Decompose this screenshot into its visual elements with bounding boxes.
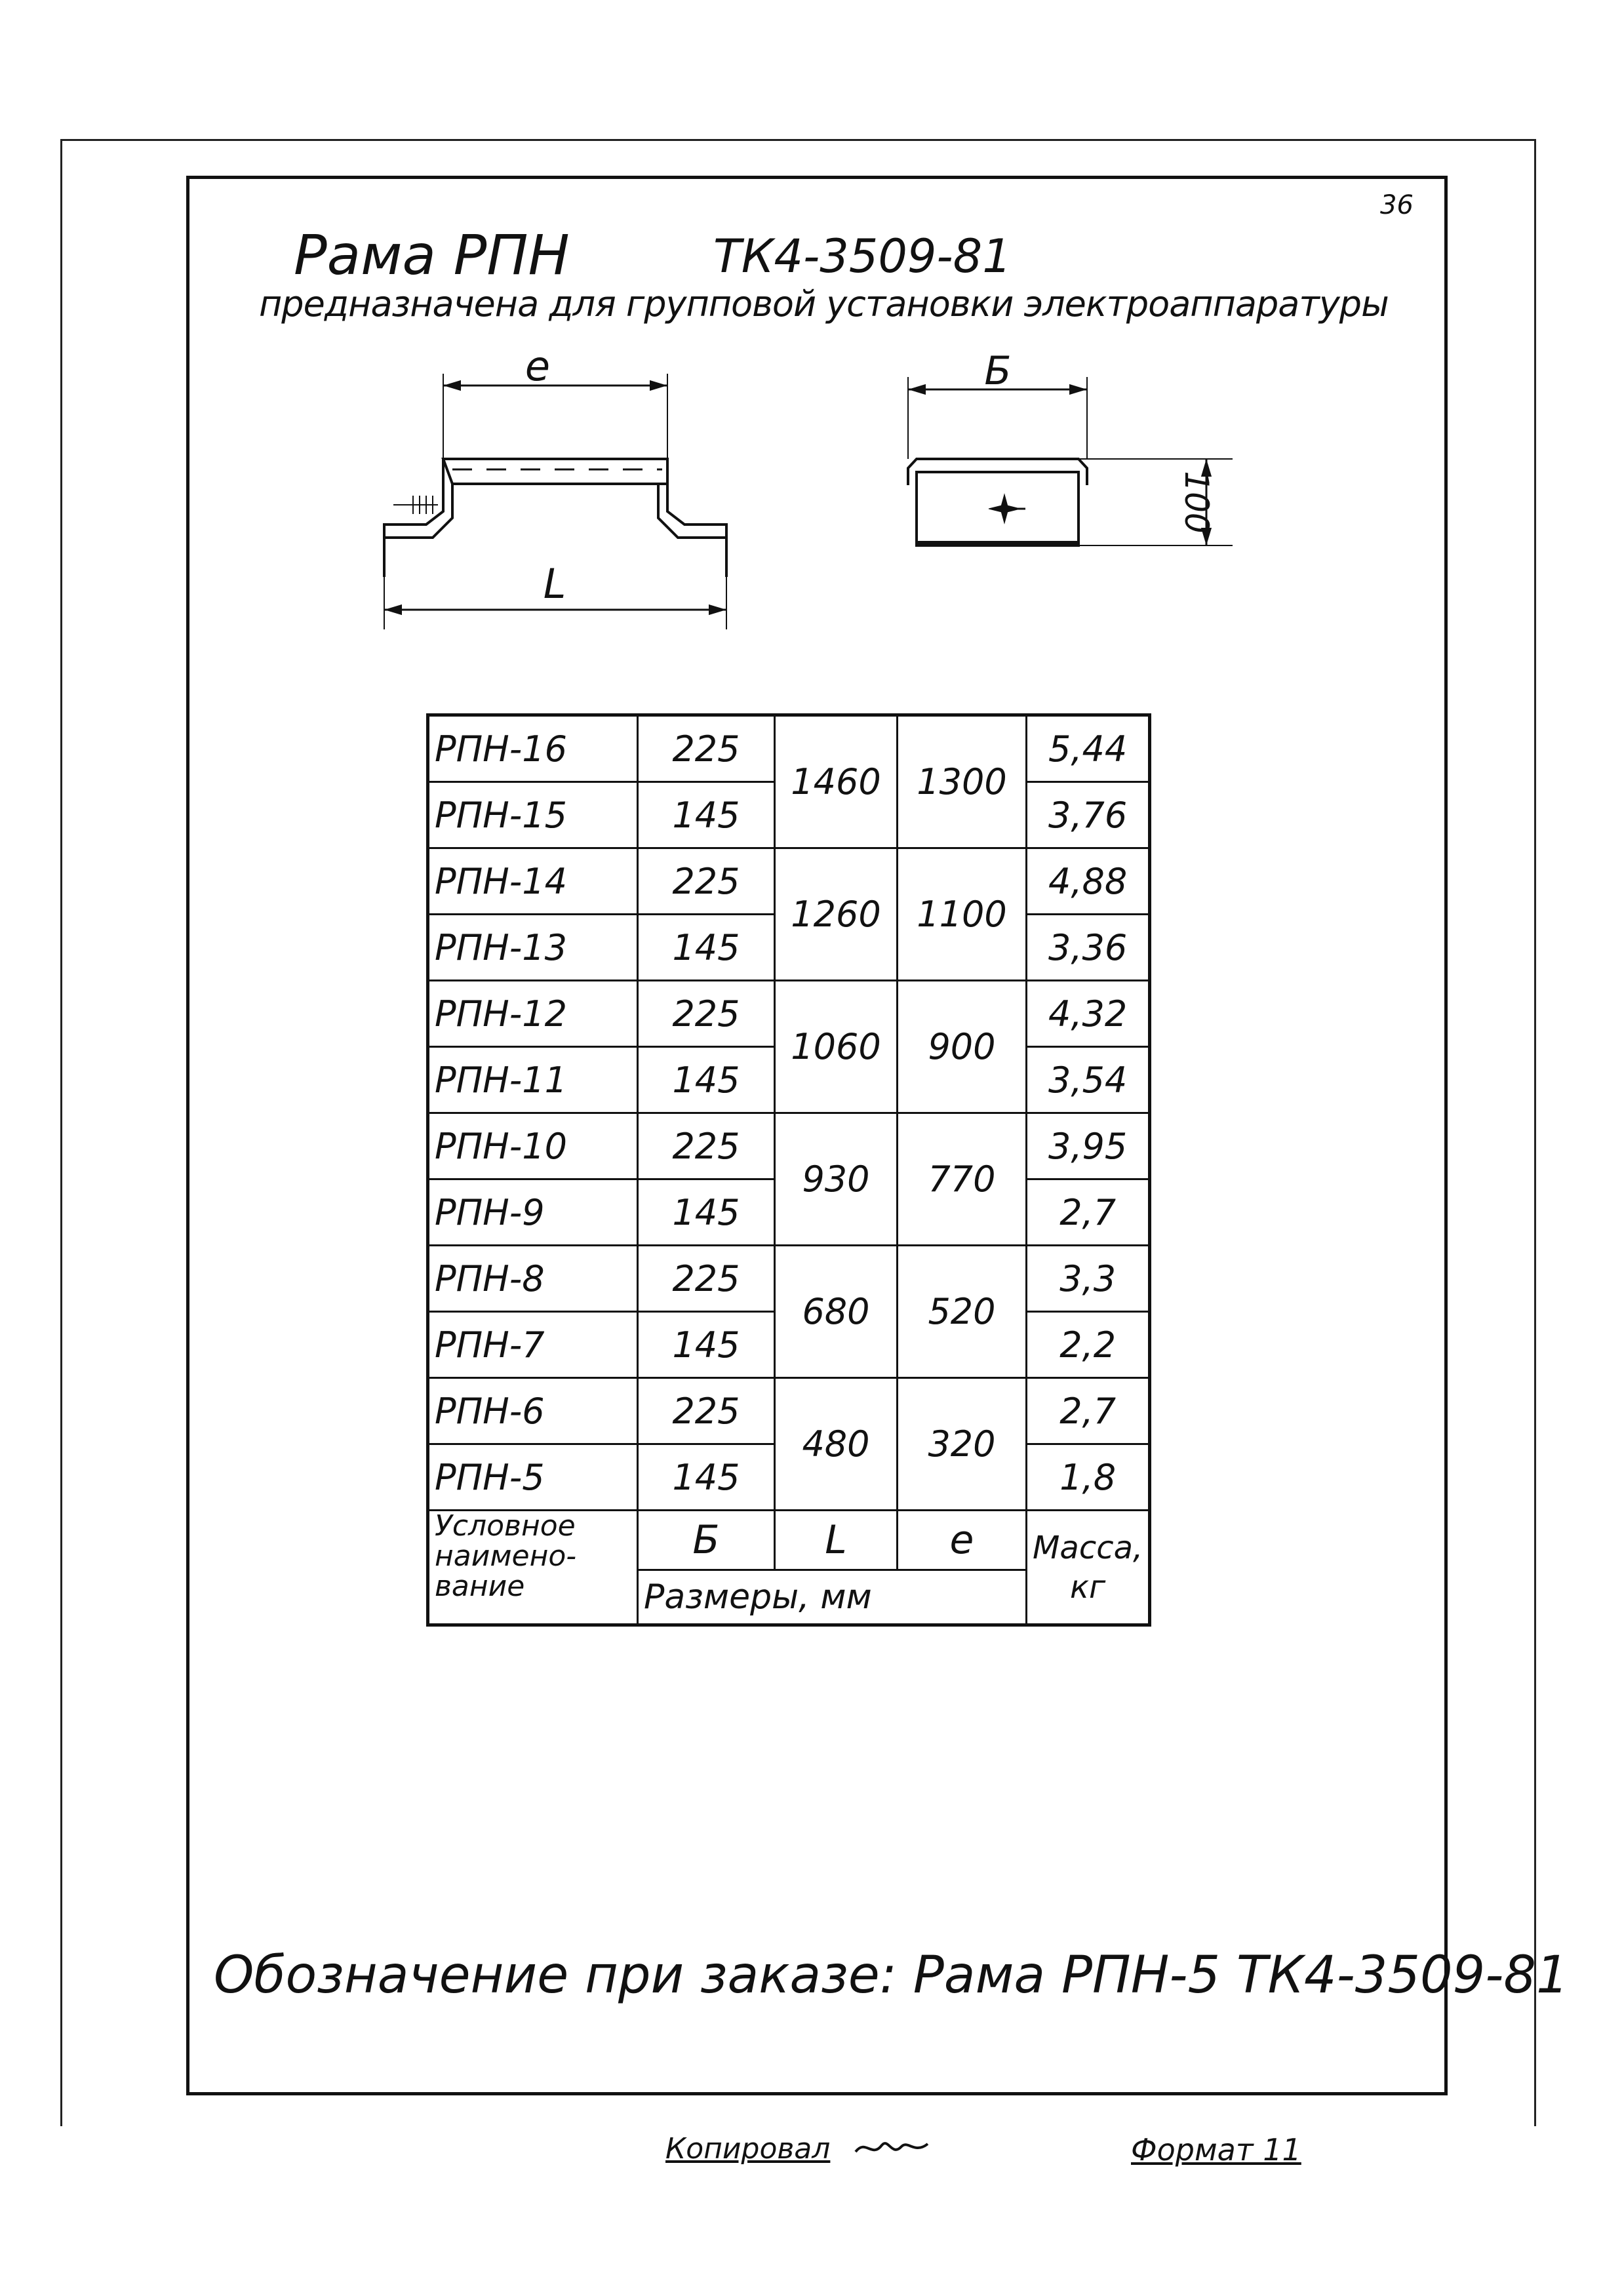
title-name: Рама РПН [294,223,570,287]
end-view-dim-b: Б [984,348,1011,394]
table-header-row: Условное наимено- вание Б L е Масса, кг [427,1509,1151,1626]
side-view-dim-L: L [544,560,566,608]
row-mass: 3,95 [1025,1112,1151,1180]
group-L: 930 [774,1112,898,1246]
row-name: РПН-6 [427,1377,639,1445]
row-b: 145 [637,1311,776,1379]
sheet-format: Формат 11 [1131,2132,1301,2167]
end-view-dim-height: 100 [1178,471,1216,533]
table-row: РПН-16 225 1460 1300 5,44 [427,714,1151,849]
end-view [907,377,1233,547]
group-L: 1460 [774,714,898,849]
table-row: РПН-14 225 1260 1100 4,88 [427,847,1151,981]
row-b: 225 [637,1244,776,1313]
table-row: РПН-12 225 1060 900 4,32 [427,980,1151,1114]
group-e: 1100 [896,847,1027,981]
row-mass: 3,36 [1025,913,1151,981]
row-b: 225 [637,847,776,915]
row-b: 145 [637,1046,776,1114]
row-name: РПН-16 [427,714,639,783]
header-name: Условное наимено- вание [427,1509,639,1626]
header-e: е [896,1509,1027,1571]
row-mass: 3,54 [1025,1046,1151,1114]
sizes-table: РПН-16 225 1460 1300 5,44 РПН-15 145 3,7… [426,713,1152,1627]
table-row: РПН-9 145 2,7 [427,1178,1151,1246]
row-b: 145 [637,781,776,849]
group-L: 680 [774,1244,898,1379]
header-dimensions: Размеры, мм [637,1569,1027,1626]
side-view-dim-e: e [525,342,550,390]
header-b: Б [637,1509,776,1571]
outer-frame [60,139,1536,2126]
row-b: 225 [637,714,776,783]
row-b: 225 [637,980,776,1048]
row-mass: 3,3 [1025,1244,1151,1313]
table-row: РПН-15 145 3,76 [427,781,1151,849]
table-header-row: Размеры, мм [428,1569,1150,1626]
group-e: 770 [896,1112,1027,1246]
header-mass: Масса, кг [1025,1509,1151,1626]
row-name: РПН-11 [427,1046,639,1114]
row-mass: 4,88 [1025,847,1151,915]
row-mass: 2,7 [1025,1178,1151,1246]
group-e: 520 [896,1244,1027,1379]
table-row: РПН-5 145 1,8 [427,1443,1151,1511]
row-mass: 3,76 [1025,781,1151,849]
row-name: РПН-8 [427,1244,639,1313]
row-name: РПН-7 [427,1311,639,1379]
row-mass: 2,7 [1025,1377,1151,1445]
copied-by: Копировал [665,2132,831,2166]
row-name: РПН-13 [427,913,639,981]
row-name: РПН-12 [427,980,639,1048]
group-e: 320 [896,1377,1027,1511]
page-number: 36 [1380,190,1414,220]
side-view [383,374,728,629]
row-b: 225 [637,1377,776,1445]
group-L: 480 [774,1377,898,1511]
group-L: 1060 [774,980,898,1114]
row-b: 145 [637,913,776,981]
row-mass: 1,8 [1025,1443,1151,1511]
row-b: 145 [637,1178,776,1246]
group-e: 900 [896,980,1027,1114]
title-code: ТК4-3509-81 [713,229,1012,283]
table-row: РПН-6 225 480 320 2,7 [427,1377,1151,1511]
group-L: 1260 [774,847,898,981]
group-e: 1300 [896,714,1027,849]
table-row: РПН-7 145 2,2 [427,1311,1151,1379]
row-name: РПН-10 [427,1112,639,1180]
table-row: РПН-10 225 930 770 3,95 [427,1112,1151,1246]
row-b: 225 [637,1112,776,1180]
table-row: РПН-11 145 3,54 [427,1046,1151,1114]
subtitle: предназначена для групповой установки эл… [259,283,1389,325]
copier-signature [854,2142,929,2153]
row-b: 145 [637,1443,776,1511]
row-name: РПН-9 [427,1178,639,1246]
row-mass: 5,44 [1025,714,1151,783]
row-mass: 4,32 [1025,980,1151,1048]
order-designation: Обозначение при заказе: Рама РПН-5 ТК4-3… [214,1946,1569,2005]
table-row: РПН-8 225 680 520 3,3 [427,1244,1151,1379]
header-L: L [774,1509,898,1571]
row-name: РПН-14 [427,847,639,915]
drawing-frame [186,176,1448,2095]
row-name: РПН-15 [427,781,639,849]
table-row: РПН-13 145 3,36 [427,913,1151,981]
row-name: РПН-5 [427,1443,639,1511]
row-mass: 2,2 [1025,1311,1151,1379]
